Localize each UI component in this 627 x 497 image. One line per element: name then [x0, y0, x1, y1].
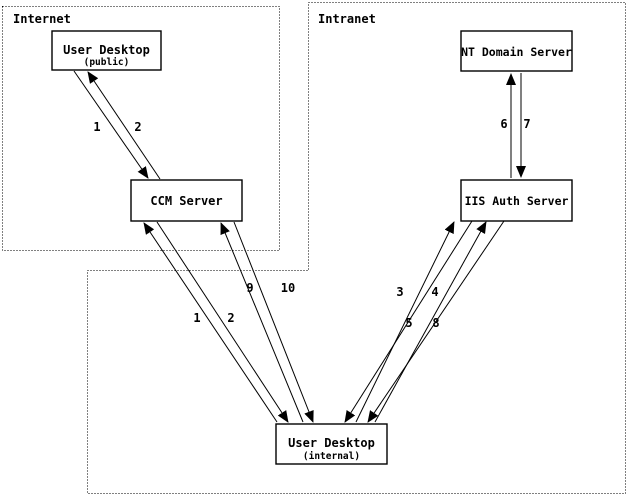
node-user-desktop-internal: User Desktop (internal)	[275, 423, 388, 465]
edge-label-1-public: 1	[93, 120, 100, 134]
node-user-desktop-public: User Desktop (public)	[51, 30, 162, 71]
edge-label-7: 7	[523, 117, 530, 131]
edge-3-internal-desktop-to-iis	[355, 221, 455, 423]
ccm-server-label: CCM Server	[150, 194, 222, 208]
nt-domain-server-box	[460, 30, 573, 72]
ccm-server-box	[130, 179, 243, 222]
edge-4-iis-to-internal-desktop	[344, 220, 473, 423]
internet-region-label: Internet	[13, 12, 71, 26]
edge-label-2-internal: 2	[227, 311, 234, 325]
node-nt-domain-server: NT Domain Server	[460, 30, 573, 72]
edge-label-4: 4	[431, 285, 438, 299]
edge-10-ccm-to-internal-desktop	[233, 221, 314, 423]
edge-9-internal-desktop-to-ccm	[220, 222, 304, 423]
edge-2-ccm-to-internal-desktop	[156, 221, 289, 423]
internet-region-border	[2, 6, 280, 251]
nt-domain-server-label: NT Domain Server	[461, 45, 572, 59]
user-desktop-internal-sublabel: (internal)	[303, 451, 360, 462]
edge-5-internal-desktop-to-iis	[374, 221, 487, 423]
user-desktop-internal-box	[275, 423, 388, 465]
edge-label-1-internal: 1	[193, 311, 200, 325]
edge-label-3: 3	[396, 285, 403, 299]
edge-label-5: 5	[405, 316, 412, 330]
user-desktop-public-sublabel: (public)	[84, 57, 130, 68]
edge-label-2-public: 2	[134, 120, 141, 134]
user-desktop-public-box	[51, 30, 162, 71]
user-desktop-internal-label: User Desktop	[288, 436, 375, 450]
edge-8-iis-to-internal-desktop	[367, 220, 505, 423]
edge-1-public-desktop-to-ccm	[73, 70, 149, 179]
edge-label-10: 10	[281, 281, 295, 295]
edge-label-6: 6	[500, 117, 507, 131]
edge-label-9: 9	[246, 281, 253, 295]
iis-auth-server-box	[460, 179, 573, 222]
intranet-region-label: Intranet	[318, 12, 376, 26]
edge-1-internal-desktop-to-ccm	[143, 222, 278, 423]
iis-auth-server-label: IIS Auth Server	[465, 194, 569, 208]
node-iis-auth-server: IIS Auth Server	[460, 179, 573, 222]
edge-2-ccm-to-public-desktop	[87, 71, 161, 180]
edge-label-8: 8	[432, 316, 439, 330]
user-desktop-public-label: User Desktop	[63, 43, 150, 57]
node-ccm-server: CCM Server	[130, 179, 243, 222]
